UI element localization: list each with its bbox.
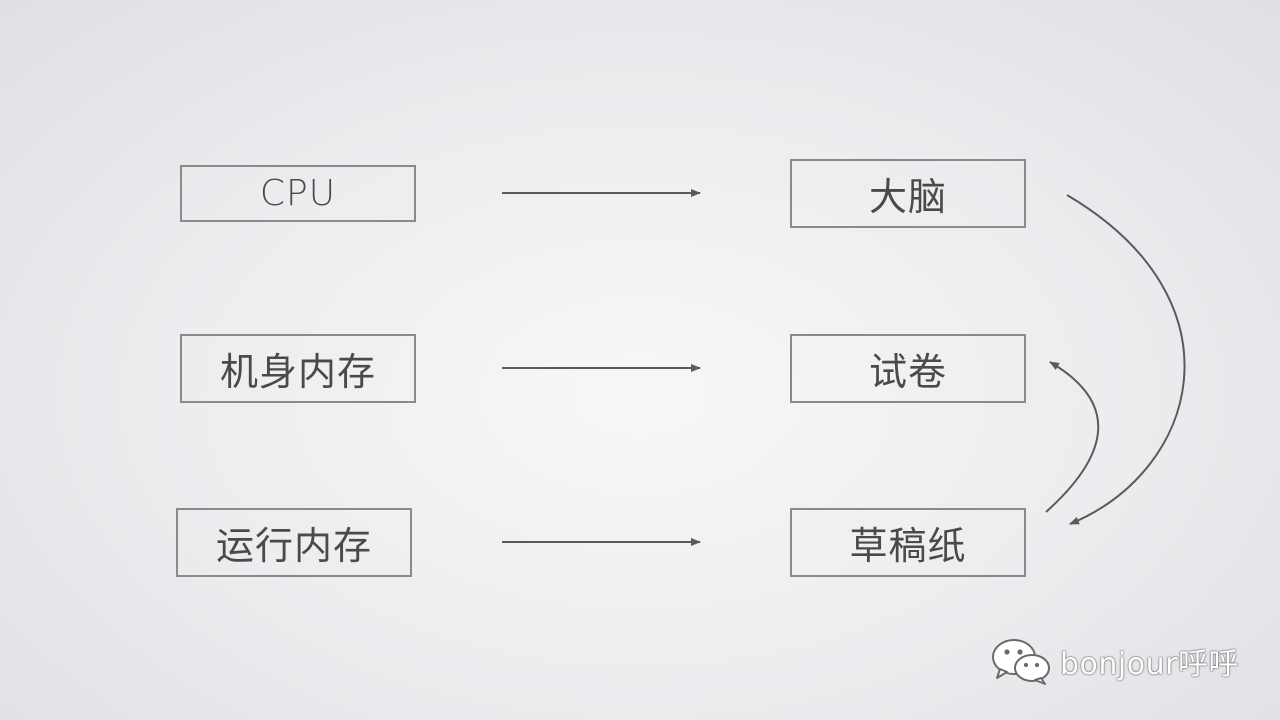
watermark-text: bonjour呼呼: [1060, 647, 1239, 682]
node-brain: 大脑: [790, 159, 1026, 228]
node-storage-label: 机身内存: [219, 350, 376, 394]
node-running-memory-label: 运行内存: [215, 524, 372, 568]
wechat-icon: [992, 639, 1050, 685]
node-scratch-paper: 草稿纸: [790, 508, 1026, 577]
node-cpu-label: CPU: [259, 173, 337, 214]
watermark: bonjour呼呼: [990, 636, 1239, 686]
arrow-brain-to-draft: [1066, 194, 1186, 525]
node-brain-label: 大脑: [868, 175, 947, 219]
node-exam-paper-label: 试卷: [868, 350, 947, 394]
node-cpu: CPU: [180, 165, 416, 222]
node-storage: 机身内存: [180, 334, 416, 403]
node-scratch-paper-label: 草稿纸: [849, 524, 967, 568]
arrow-draft-to-paper: [1045, 361, 1100, 513]
node-running-memory: 运行内存: [176, 508, 412, 577]
node-exam-paper: 试卷: [790, 334, 1026, 403]
